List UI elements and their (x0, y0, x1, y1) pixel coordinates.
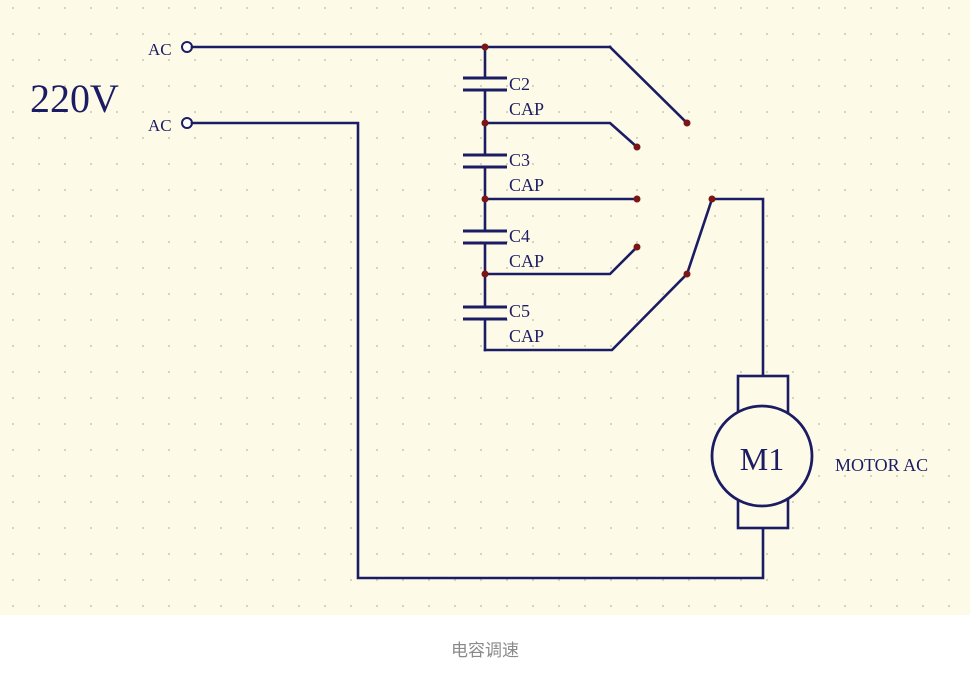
capacitor-c3 (463, 153, 507, 169)
capacitor-c4-value: CAP (509, 251, 544, 271)
motor-type: MOTOR AC (835, 455, 928, 475)
capacitor-c4 (463, 229, 507, 245)
voltage-label: 220V (30, 76, 119, 121)
switch-contacts (633, 119, 716, 278)
ac-terminal-label-top: AC (148, 40, 172, 59)
capacitor-c2-ref: C2 (509, 74, 530, 94)
capacitor-c5-ref: C5 (509, 301, 530, 321)
capacitor-c3-value: CAP (509, 175, 544, 195)
speed-control-schematic: 220V AC AC (0, 0, 970, 615)
capacitor-c5-value: CAP (509, 326, 544, 346)
junction-dots (481, 43, 489, 278)
ac-terminal-bottom (181, 117, 193, 129)
capacitor-c4-ref: C4 (509, 226, 530, 246)
capacitor-c2 (463, 76, 507, 92)
wires (190, 45, 765, 580)
ac-terminal-label-bottom: AC (148, 116, 172, 135)
capacitor-c3-ref: C3 (509, 150, 530, 170)
motor-m1 (710, 374, 814, 530)
figure-caption: 电容调速 (451, 641, 519, 661)
capacitor-c2-value: CAP (509, 99, 544, 119)
ac-terminal-top (181, 41, 193, 53)
motor-ref: M1 (740, 441, 784, 477)
capacitor-c5 (463, 305, 507, 321)
